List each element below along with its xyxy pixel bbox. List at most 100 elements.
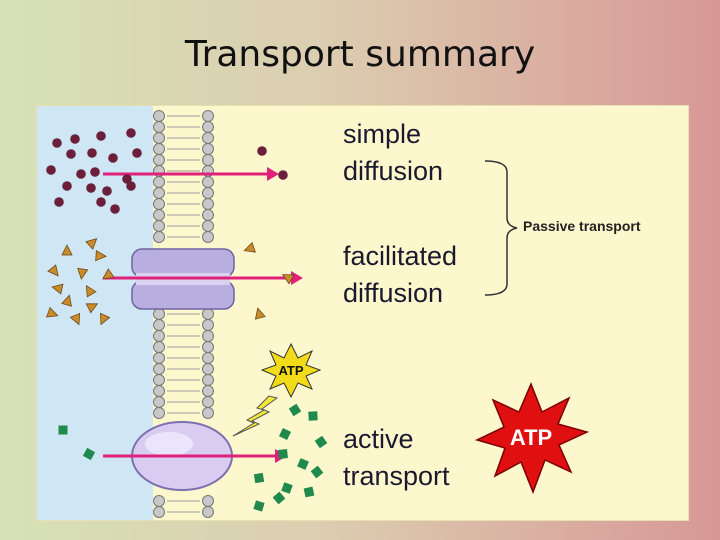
simple-diffusion-line2: diffusion [343, 156, 444, 186]
passive-transport-brace [484, 160, 518, 296]
simple-molecule [62, 181, 72, 191]
facilitated-molecules [45, 237, 295, 326]
active-transport-line2: transport [343, 461, 450, 491]
facilitated-molecule [95, 249, 107, 262]
lipid-head [153, 110, 165, 122]
lipid-head [202, 506, 214, 518]
lipid-head [153, 132, 165, 144]
lipid-head [153, 374, 165, 386]
simple-diffusion-label: simple diffusion [343, 116, 443, 190]
active-molecule [278, 449, 288, 459]
lipid-head [202, 374, 214, 386]
lipid-head [202, 495, 214, 507]
lipid-head [153, 154, 165, 166]
lipid-head [153, 495, 165, 507]
simple-molecule [76, 169, 86, 179]
facilitated-molecule [281, 274, 295, 285]
facilitated-molecule [69, 312, 81, 326]
lipid-head [202, 143, 214, 155]
diagram-graphics: ATP ATP [37, 106, 688, 520]
transport-arrows [103, 167, 303, 463]
lipid-head [153, 396, 165, 408]
facilitated-molecule [85, 284, 97, 298]
lipid-head [202, 187, 214, 199]
facilitated-diffusion-line2: diffusion [343, 278, 444, 308]
simple-molecule [70, 134, 80, 144]
simple-molecule [87, 148, 97, 158]
atp-small-label: ATP [278, 363, 303, 378]
lipid-head [153, 143, 165, 155]
lipid-head [153, 176, 165, 188]
lipid-head [202, 407, 214, 419]
lipid-head [202, 198, 214, 210]
simple-molecule [132, 148, 142, 158]
slide-title: Transport summary [184, 34, 536, 75]
facilitated-diffusion-label: facilitated diffusion [343, 238, 457, 312]
active-molecule [278, 427, 292, 441]
transport-diagram: ATP ATP simple diffusion facilitated dif… [37, 106, 688, 520]
lipid-head [202, 308, 214, 320]
facilitated-molecule [61, 294, 72, 307]
lipid-head [202, 363, 214, 375]
facilitated-molecule [45, 306, 59, 318]
lipid-head [153, 352, 165, 364]
simple-molecule [46, 165, 56, 175]
lipid-head [153, 209, 165, 221]
simple-molecule [96, 197, 106, 207]
lipid-head [153, 330, 165, 342]
active-molecule [253, 472, 265, 484]
atp-large-label: ATP [510, 425, 552, 450]
facilitated-molecule [77, 267, 89, 280]
simple-molecule [110, 204, 120, 214]
active-molecule [253, 500, 265, 512]
simple-molecule [66, 149, 76, 159]
lipid-head [202, 341, 214, 353]
lipid-head [202, 209, 214, 221]
simple-molecules [46, 128, 288, 214]
active-molecule [297, 458, 309, 470]
simple-molecule [122, 174, 132, 184]
simple-molecule [126, 128, 136, 138]
active-molecule [58, 425, 68, 435]
lipid-head [202, 121, 214, 133]
lipid-head [153, 121, 165, 133]
lipid-head [202, 330, 214, 342]
active-molecule [288, 403, 302, 417]
simple-molecule [52, 138, 62, 148]
lipid-head [153, 363, 165, 375]
simple-molecule [108, 153, 118, 163]
atp-small-icon: ATP [260, 342, 322, 399]
lipid-head [202, 154, 214, 166]
facilitated-diffusion-line1: facilitated [343, 241, 458, 271]
simple-molecule [96, 131, 106, 141]
lipid-head [202, 231, 214, 243]
lipid-head [153, 198, 165, 210]
phospholipid-bilayer-icon [153, 110, 214, 518]
simple-molecule [102, 186, 112, 196]
active-molecule [82, 447, 96, 461]
passive-transport-label: Passive transport [523, 218, 641, 234]
simple-molecule [90, 167, 100, 177]
active-transport-line1: active [343, 424, 414, 454]
facilitated-molecule [254, 307, 266, 320]
active-molecule [281, 482, 293, 494]
lipid-head [202, 385, 214, 397]
simple-molecule [54, 197, 64, 207]
lipid-head [202, 352, 214, 364]
lipid-head [153, 308, 165, 320]
lipid-head [202, 110, 214, 122]
facilitated-molecule [61, 244, 73, 256]
active-molecule [308, 411, 318, 421]
active-molecules [58, 403, 328, 512]
lipid-head [153, 506, 165, 518]
arrow-head [291, 271, 303, 285]
simple-molecule [257, 146, 267, 156]
lipid-head [153, 341, 165, 353]
lipid-head [202, 132, 214, 144]
simple-molecule [86, 183, 96, 193]
lipid-head [153, 385, 165, 397]
facilitated-molecule [47, 264, 59, 277]
arrow-head [267, 167, 279, 181]
simple-diffusion-line1: simple [343, 119, 422, 149]
facilitated-molecule [85, 303, 99, 314]
